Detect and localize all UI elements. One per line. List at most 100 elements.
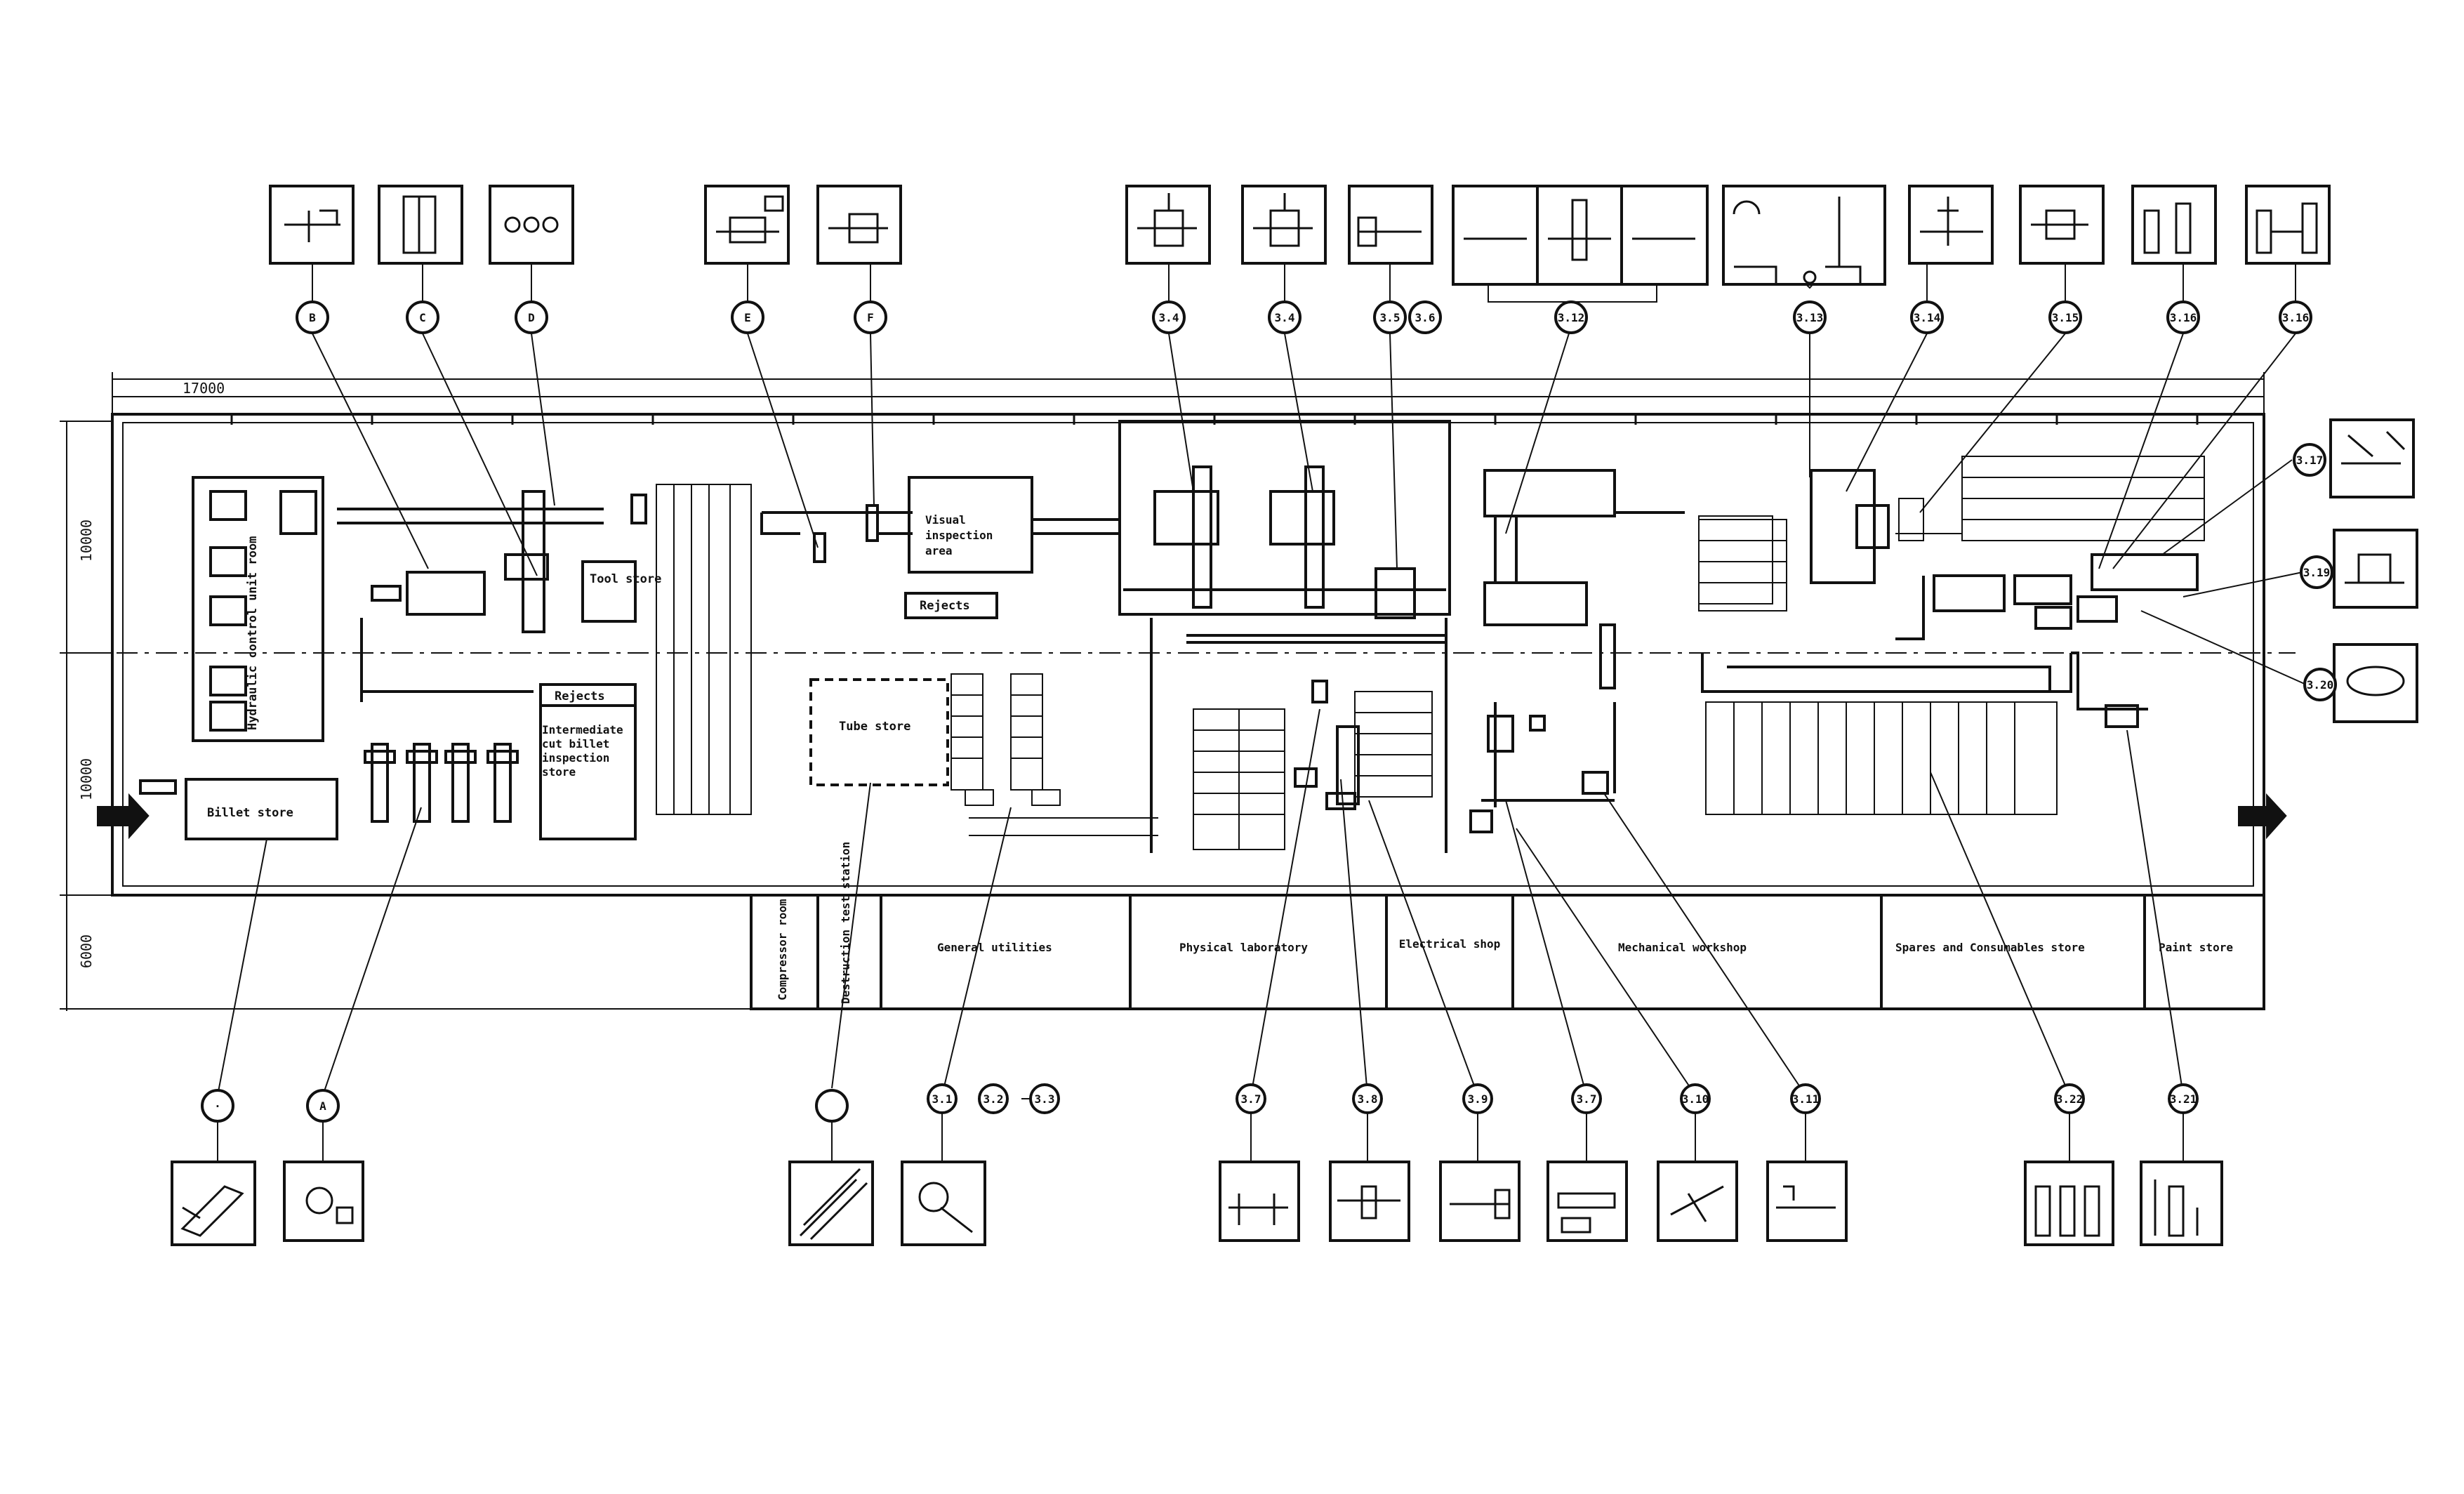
callout-label: 3.1 [932, 1092, 953, 1106]
callout-label: 3.12 [1558, 311, 1585, 324]
service-room-label: Spares and Consumables store [1895, 941, 2085, 954]
dimension-left-middle: 10000 [78, 758, 95, 800]
billet-cut-icon [283, 1161, 364, 1242]
press-icon [2333, 529, 2418, 609]
callout-label: 3.7 [1241, 1092, 1261, 1106]
hydraulic-room-label: Hydraulic control unit room [246, 536, 260, 730]
callout-label: 3.3 [1035, 1092, 1055, 1106]
grinder-icon [1329, 1161, 1410, 1242]
mill-icon [1241, 185, 1327, 265]
shaft-icon [1439, 1161, 1521, 1242]
callout-label: E [744, 311, 751, 324]
intermediate-store-label-box: Intermediate cut billet inspection store [542, 723, 623, 779]
lathe-icon [1908, 185, 1994, 265]
cutter-icon [1766, 1161, 1848, 1242]
rejects-label: Rejects [555, 689, 605, 703]
service-room-label: General utilities [937, 941, 1052, 954]
callout-label: 3.4 [1159, 311, 1179, 324]
callout-label: 3.9 [1468, 1092, 1488, 1106]
pipe-icon [2329, 418, 2415, 498]
dimension-top: 17000 [183, 380, 225, 397]
rejects-visual-area [904, 592, 998, 619]
intermediate-store-label: Intermediate cut billet inspection store [542, 723, 623, 779]
furnace-icon [378, 185, 463, 265]
service-room-label: Electrical shop [1398, 937, 1501, 951]
visual-inspection-label: Visual inspection area [925, 513, 993, 557]
dimension-left-upper: 10000 [78, 520, 95, 562]
billet-store-label: Billet store [207, 806, 293, 820]
tube-cut-icon [901, 1161, 986, 1246]
callout-label: 3.19 [2303, 566, 2331, 579]
piercing-mill-line [337, 490, 647, 702]
right-icon-boxes [2329, 418, 2418, 723]
mill-icon [1125, 185, 1211, 265]
straightening-line [1895, 456, 2205, 541]
middle-rack [1698, 515, 1773, 604]
callout-label: 3.14 [1914, 311, 1941, 324]
callout-label: · [214, 1099, 221, 1113]
callout-label: B [309, 311, 316, 324]
callout-label: 3.16 [2282, 311, 2310, 324]
callout-label: A [319, 1099, 326, 1113]
crane-icon [1722, 185, 1886, 286]
roller-icon [2333, 643, 2418, 723]
service-room-label: Destruction test station [839, 842, 852, 1004]
tube-conveyors [951, 673, 1158, 836]
roller-icon [489, 185, 574, 265]
callout-label: 3.11 [1792, 1092, 1820, 1106]
callout-label: 3.21 [2170, 1092, 2197, 1106]
callout-label: 3.2 [983, 1092, 1004, 1106]
tool-store-area [581, 560, 637, 623]
callout-label: 3.13 [1796, 311, 1824, 324]
mill-bay [1118, 420, 1451, 616]
mill-stands [1123, 465, 1446, 619]
right-callouts [2293, 443, 2337, 701]
cooling-bed-2 [1193, 691, 1433, 850]
visual-inspection-label-box: Visual inspection area [925, 513, 993, 557]
tube-store-label: Tube store [839, 720, 910, 734]
grinder-icon [1452, 185, 1709, 286]
callout-label: 3.10 [1682, 1092, 1709, 1106]
finishing-machines [1469, 469, 1890, 833]
machine-icon [704, 185, 790, 265]
tank-icon [2245, 185, 2331, 265]
service-room-label: Physical laboratory [1179, 941, 1308, 954]
cooling-bed-1 [656, 484, 752, 815]
callout-label: D [528, 311, 535, 324]
callout-label: 3.22 [2056, 1092, 2084, 1106]
stand-icon [2140, 1161, 2223, 1246]
service-room-label: Paint store [2159, 941, 2233, 954]
callout-label: 3.16 [2170, 311, 2197, 324]
callout-label: 3.17 [2296, 454, 2324, 467]
bottom-callouts [201, 1083, 2199, 1123]
entry-arrow [97, 793, 150, 840]
billet-stack-icon [171, 1161, 256, 1246]
saw-stands [364, 743, 519, 823]
service-room-label: Mechanical workshop [1618, 941, 1747, 954]
service-room-label: Compressor room [776, 899, 789, 1000]
cutter-icon [816, 185, 902, 265]
press-icon [269, 185, 355, 265]
top-icon-boxes [269, 185, 2331, 286]
lathe-icon [1348, 185, 1433, 265]
bottom-leader-lines [217, 708, 2184, 1162]
bottle-icon [2131, 185, 2217, 265]
machine-icon [2019, 185, 2105, 265]
billet-store-area [185, 778, 338, 840]
tube-store-area [809, 678, 949, 786]
callout-label: C [419, 311, 426, 324]
drill-icon [1657, 1161, 1738, 1242]
callout-label: 3.7 [1577, 1092, 1597, 1106]
callout-label: F [867, 311, 874, 324]
callout-label: 3.15 [2052, 311, 2079, 324]
bench-icon [1546, 1161, 1628, 1242]
callout-label: 3.20 [2307, 678, 2334, 692]
callout-label: 3.8 [1358, 1092, 1378, 1106]
visual-inspection-area [908, 476, 1033, 574]
dimension-left-lower: 6000 [78, 934, 95, 968]
top-stubs [312, 263, 2296, 302]
callout-label: 3.5 [1380, 311, 1400, 324]
top-leader-lines [312, 238, 2307, 685]
tool-store-label: Tool store [590, 572, 661, 586]
